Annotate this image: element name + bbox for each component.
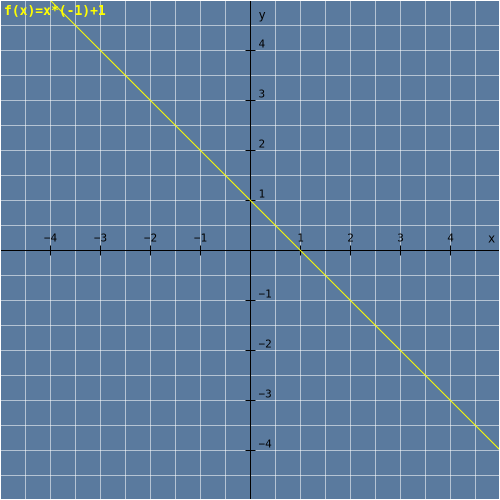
y-tick-label: −4: [259, 438, 273, 451]
x-tick-label: −2: [144, 232, 157, 245]
x-axis-label: x: [488, 232, 495, 246]
y-tick-label: −2: [259, 338, 272, 351]
axis-ticks: −4 −3 −2 −1 1 2 3 4 4 3 2 1 −1 −2 −3 −4: [44, 38, 454, 451]
y-tick-label: −3: [259, 388, 272, 401]
function-label: f(x)=x*(-1)+1: [4, 4, 106, 19]
x-tick-label: 1: [297, 232, 304, 245]
x-tick-label: −4: [44, 232, 58, 245]
x-tick-label: 3: [397, 232, 404, 245]
y-tick-label: 2: [259, 138, 266, 151]
series-layer: [49, 0, 500, 451]
y-tick-label: −1: [259, 288, 272, 301]
y-tick-label: 3: [259, 88, 266, 101]
x-tick-label: −1: [194, 232, 207, 245]
y-axis-label: y: [259, 8, 266, 22]
x-tick-label: 4: [447, 232, 454, 245]
y-tick-label: 4: [259, 38, 266, 51]
x-tick-label: −3: [94, 232, 107, 245]
series-line: [49, 0, 500, 451]
y-tick-label: 1: [259, 188, 266, 201]
x-tick-label: 2: [347, 232, 354, 245]
